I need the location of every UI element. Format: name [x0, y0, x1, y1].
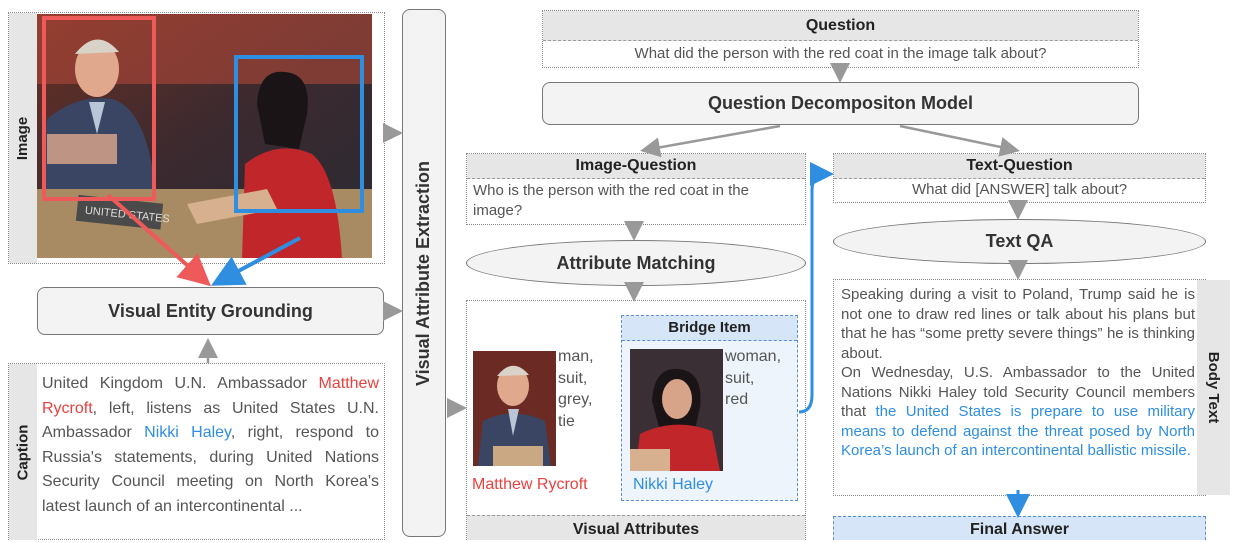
haley-thumbnail [630, 349, 723, 471]
haley-photo-icon [630, 349, 723, 471]
caption-text-part1: United Kingdom U.N. Ambassador [42, 375, 319, 392]
question-decomposition-box: Question Decompositon Model [542, 82, 1139, 125]
visual-attribute-extraction-label: Visual Attribute Extraction [413, 160, 434, 386]
woman-highlight-box [234, 55, 364, 213]
news-photo: UNITED STATES [37, 14, 372, 258]
text-question-panel: Text-Question What did [ANSWER] talk abo… [833, 153, 1206, 203]
body-text-answer-highlight: the United States is prepare to use mili… [841, 403, 1196, 459]
rycroft-attributes: man, suit, grey, tie [558, 348, 594, 430]
attribute-matching-oval: Attribute Matching [466, 240, 806, 286]
rycroft-name: Matthew Rycroft [472, 476, 588, 493]
attribute-matching-label: Attribute Matching [556, 252, 716, 273]
body-text-label-text: Body Text [1205, 351, 1222, 424]
question-text: What did the person with the red coat in… [634, 45, 1047, 62]
body-text-plain: Speaking during a visit to Poland, Trump… [841, 286, 1195, 420]
body-text-label: Body Text [1197, 280, 1230, 495]
image-label: Image [9, 13, 37, 263]
man-highlight-box [42, 16, 156, 201]
text-qa-oval: Text QA [833, 219, 1206, 264]
question-decomposition-label: Question Decompositon Model [707, 93, 973, 113]
bridge-item-header: Bridge Item [622, 316, 797, 341]
visual-attribute-extraction-box: Visual Attribute Extraction [402, 9, 446, 537]
haley-name: Nikki Haley [633, 476, 714, 493]
caption-text: United Kingdom U.N. Ambassador Matthew R… [42, 372, 379, 519]
question-header: Question [543, 11, 1138, 41]
caption-label-text: Caption [14, 424, 32, 480]
decomposition-to-text-question-arrow [899, 124, 1020, 157]
decomposition-to-image-question-arrow [640, 124, 781, 158]
caption-name-rycroft: Matthew Rycroft [42, 375, 379, 417]
caption-name-haley: Nikki Haley [144, 424, 231, 441]
image-question-text: Who is the person with the red coat in t… [473, 182, 749, 219]
haley-attributes: woman, suit, red [725, 348, 782, 408]
visual-entity-grounding-box: Visual Entity Grounding [37, 287, 384, 335]
text-qa-label: Text QA [985, 231, 1054, 251]
rycroft-thumbnail [473, 351, 556, 466]
text-question-header: Text-Question [834, 154, 1205, 179]
text-question-text: What did [ANSWER] talk about? [911, 181, 1128, 198]
caption-text-part2: , left, listens as United States U.N. Am… [42, 399, 379, 442]
body-text: Speaking during a visit to Poland, Trump… [841, 285, 1195, 461]
visual-attributes-footer: Visual Attributes [467, 515, 805, 540]
caption-label: Caption [9, 364, 37, 540]
question-panel: Question What did the person with the re… [542, 10, 1139, 68]
caption-text-part3: , right, respond to Russia's statements,… [42, 424, 380, 515]
image-question-panel: Image-Question Who is the person with th… [466, 153, 806, 225]
visual-entity-grounding-label: Visual Entity Grounding [108, 300, 313, 321]
image-question-header: Image-Question [467, 154, 805, 179]
image-label-text: Image [14, 116, 32, 160]
rycroft-photo-icon [473, 351, 556, 466]
final-answer-box: Final Answer [833, 516, 1206, 540]
